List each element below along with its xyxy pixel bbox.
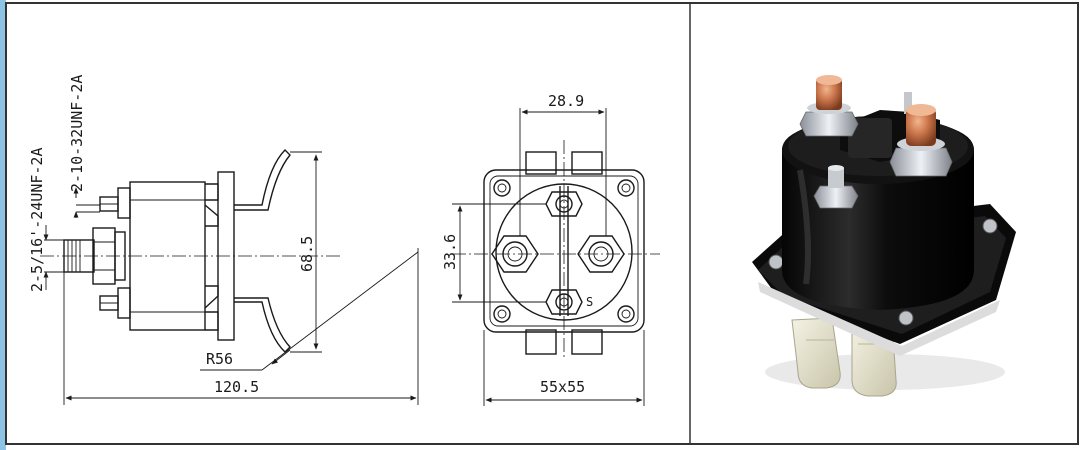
- thread-large-label: 2-5/16'-24UNF-2A: [28, 148, 46, 293]
- copper-stud-right: [889, 104, 953, 177]
- front-view: [452, 108, 660, 406]
- width-top-dimension: 28.9: [548, 92, 584, 110]
- height-side-dimension: 33.6: [441, 234, 459, 270]
- copper-stud-left: [799, 75, 859, 137]
- product-photo: [752, 75, 1016, 397]
- length-dimension: 120.5: [214, 378, 259, 396]
- radius-dimension: R56: [206, 350, 233, 368]
- thread-small-label: 2-10-32UNF-2A: [68, 75, 86, 192]
- terminal-mark: S: [586, 295, 593, 309]
- height-dimension: 68.5: [298, 236, 316, 272]
- side-view: [40, 149, 419, 405]
- small-stud: [813, 165, 859, 209]
- base-dimension: 55x55: [540, 378, 585, 396]
